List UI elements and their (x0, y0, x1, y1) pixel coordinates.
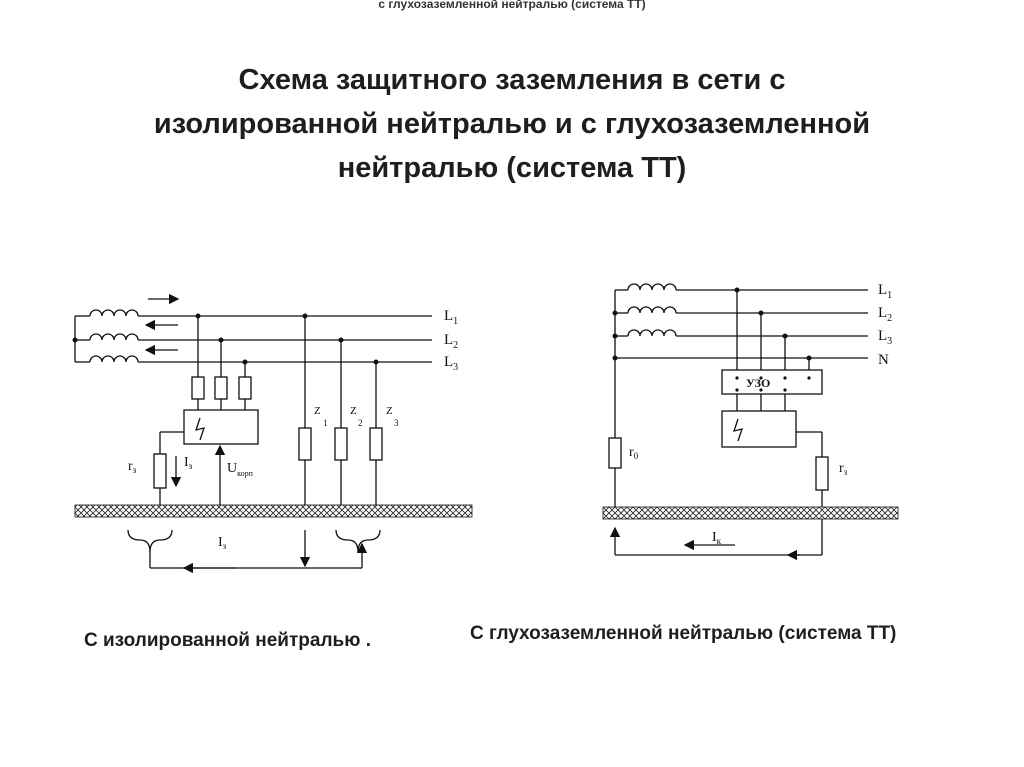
breakdown-zigzag-r-icon (733, 418, 743, 442)
svg-text:1: 1 (323, 418, 328, 428)
svg-text:Z: Z (350, 405, 357, 417)
svg-text:L2: L2 (444, 332, 458, 351)
coil-l2 (89, 333, 139, 341)
title-line-2: изолированной нейтралью и с глухозаземле… (153, 108, 871, 140)
svg-text:L3: L3 (878, 328, 892, 347)
breakdown-zigzag-icon (195, 417, 205, 441)
equipment-housing (183, 409, 259, 445)
coil-l1 (89, 309, 139, 317)
svg-text:L1: L1 (878, 282, 892, 301)
title-line-3: нейтралью (система ТТ) (337, 152, 687, 184)
svg-text:L1: L1 (444, 308, 458, 327)
top-caption: с глухозаземленной нейтралью (система ТТ… (378, 0, 646, 11)
svg-text:Iк: Iк (712, 530, 722, 546)
svg-text:L3: L3 (444, 354, 458, 373)
coil-r-l3 (627, 329, 677, 337)
earth-hatch-left (74, 504, 473, 518)
earth-hatch-right (602, 506, 899, 520)
rcd-device (721, 369, 823, 395)
svg-text:r0: r0 (629, 445, 639, 461)
coil-r-l2 (627, 306, 677, 314)
svg-text:2: 2 (358, 418, 363, 428)
svg-text:Z: Z (314, 405, 321, 417)
page-title: Схема защитного заземления в сети с изол… (40, 58, 984, 190)
svg-text:rз: rз (839, 461, 848, 477)
coil-r-l1 (627, 283, 677, 291)
equipment-housing-r (721, 410, 797, 448)
caption-tt-system: С глухозаземленной нейтралью (система ТТ… (470, 623, 897, 644)
svg-text:3: 3 (394, 418, 399, 428)
neutral-ground-resistor-r0 (608, 437, 622, 469)
svg-text:Uкорп: Uкорп (227, 461, 254, 478)
caption-isolated-neutral: С изолированной нейтралью . (84, 630, 371, 651)
ground-resistor-rz-r (815, 456, 829, 491)
svg-text:Z: Z (386, 405, 393, 417)
svg-text:Iз: Iз (218, 535, 227, 551)
title-line-1: Схема защитного заземления в сети с (238, 64, 786, 96)
svg-text:Iз: Iз (184, 455, 193, 471)
svg-text:L2: L2 (878, 305, 892, 324)
svg-text:УЗО: УЗО (746, 376, 770, 390)
svg-text:N: N (878, 352, 889, 368)
coil-l3 (89, 355, 139, 363)
svg-text:rз: rз (128, 459, 137, 475)
